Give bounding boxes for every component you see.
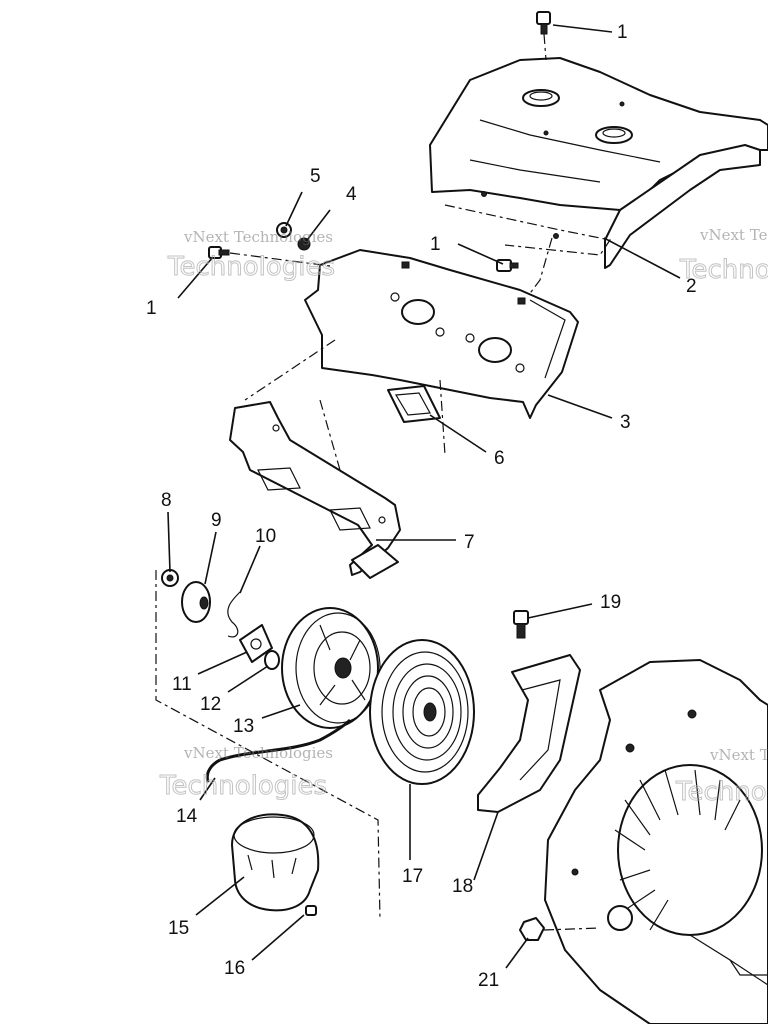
screw-part-1-top	[536, 11, 551, 35]
callout-12: 12	[200, 694, 221, 715]
nut-part-8	[161, 569, 179, 587]
callout-5: 5	[310, 166, 321, 187]
watermark-text-vnext: vNext Technologies	[183, 228, 333, 246]
spring-clip-part-10	[227, 591, 241, 638]
bracket-plate-part-3	[304, 249, 579, 419]
fan-housing	[544, 659, 768, 1024]
callout-6: 6	[494, 448, 505, 469]
callout-11: 11	[172, 674, 192, 695]
plate-part-9	[181, 581, 211, 623]
watermark-text-technologies: Technologies	[679, 255, 768, 285]
callout-21: 21	[478, 970, 499, 991]
bushing-part-12	[264, 650, 280, 670]
watermark-right-bottom: vNext Technologies Technologies	[675, 746, 768, 808]
manifold-bracket-part-7	[229, 401, 401, 579]
screw-part-19	[513, 610, 529, 639]
callout-9: 9	[211, 510, 222, 531]
callout-13: 13	[233, 716, 254, 737]
guide-bracket-part-18	[477, 654, 581, 813]
callout-19: 19	[600, 592, 621, 613]
callout-1-mid: 1	[430, 234, 441, 255]
recoil-spring-part-17	[369, 639, 475, 785]
watermark-text-vnext: vNext Technologies	[709, 746, 768, 764]
gasket-part-6	[387, 385, 441, 423]
callout-1-left: 1	[146, 298, 157, 319]
starter-cup-part-15	[231, 813, 320, 912]
watermark-top: vNext Technologies Technologies	[167, 228, 336, 283]
rope-reel-part-13	[281, 607, 381, 729]
callout-labels: 1 1 1 2 3 4 5 6 7 8 9 10 11 12 13 14 15 …	[146, 22, 697, 991]
callout-3: 3	[620, 412, 631, 433]
nut-part-5	[276, 222, 292, 238]
watermark-text-technologies: Technologies	[167, 252, 335, 282]
bolt-part-21	[519, 917, 545, 941]
starter-rope-part-14	[205, 718, 352, 783]
callout-2: 2	[686, 276, 697, 297]
screw-part-1-left	[208, 246, 230, 259]
screw-part-16	[305, 905, 317, 916]
callout-15: 15	[168, 918, 189, 939]
callout-7: 7	[464, 532, 475, 553]
watermark-text-technologies: Technologies	[675, 777, 768, 807]
callout-16: 16	[224, 958, 245, 979]
ratchet-part-11	[239, 624, 273, 663]
callout-8: 8	[161, 490, 172, 511]
screw-part-1-mid	[496, 259, 519, 272]
callout-1-top: 1	[617, 22, 628, 43]
callout-14: 14	[176, 806, 198, 827]
leader-lines	[167, 24, 681, 969]
watermark-right-top: vNext Technologies Technologies	[679, 226, 768, 286]
callout-10: 10	[255, 526, 276, 547]
callout-4: 4	[346, 184, 357, 205]
watermark-text-vnext: vNext Technologies	[699, 226, 768, 244]
engine-shroud-part-2	[429, 57, 768, 269]
watermark-text-technologies: Technologies	[159, 771, 327, 801]
callout-17: 17	[402, 866, 423, 887]
watermark-bottom-left: vNext Technologies Technologies	[159, 744, 334, 802]
callout-18: 18	[452, 876, 473, 897]
watermark-text-vnext: vNext Technologies	[183, 744, 333, 762]
